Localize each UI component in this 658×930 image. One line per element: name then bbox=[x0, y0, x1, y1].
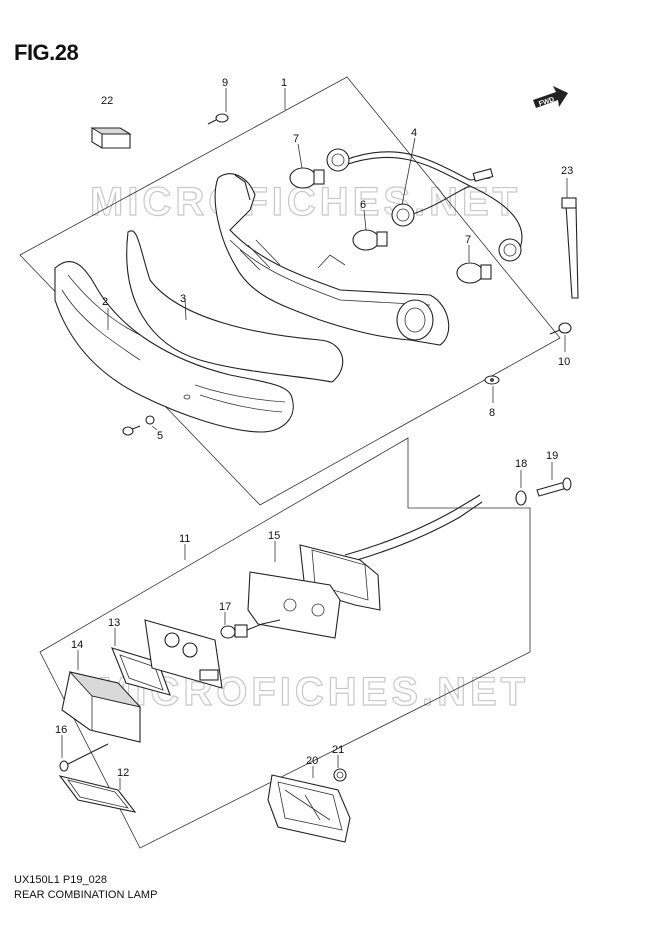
part-5-screw bbox=[122, 415, 155, 436]
part-20-reflector bbox=[267, 774, 351, 843]
part-1-housing bbox=[214, 173, 450, 346]
fwd-label: FWD bbox=[538, 96, 555, 108]
callout-6: 6 bbox=[360, 199, 366, 211]
callout-8: 8 bbox=[489, 407, 495, 419]
bulb-socket-upper bbox=[326, 148, 350, 172]
leader-lines bbox=[61, 88, 568, 790]
forward-arrow-icon: FWD bbox=[533, 86, 568, 108]
part-9-screw bbox=[207, 113, 229, 125]
callout-5: 5 bbox=[157, 430, 163, 442]
part-4-harness bbox=[344, 151, 523, 249]
diagram-name: REAR COMBINATION LAMP bbox=[14, 889, 158, 901]
upper-assembly-frame bbox=[19, 76, 561, 506]
lower-assembly-frame bbox=[39, 437, 531, 849]
callout-23: 23 bbox=[561, 165, 573, 177]
callout-16: 16 bbox=[55, 724, 67, 736]
callout-19: 19 bbox=[546, 450, 558, 462]
part-23-cable-tie bbox=[561, 197, 579, 299]
callout-22: 22 bbox=[101, 95, 113, 107]
callout-9: 9 bbox=[222, 77, 228, 89]
part-7-bulb-upper bbox=[289, 167, 325, 189]
callout-7-right: 7 bbox=[465, 234, 471, 246]
part-10-bolt bbox=[549, 322, 572, 335]
bulb-socket-right bbox=[498, 238, 522, 262]
part-21-nut bbox=[333, 768, 347, 782]
part-14-lamp-body bbox=[61, 671, 142, 743]
callout-12: 12 bbox=[117, 767, 129, 779]
part-22-block bbox=[90, 127, 132, 149]
part-11-wire bbox=[344, 494, 483, 563]
part-7-bulb-right bbox=[456, 262, 492, 284]
part-19-bolt bbox=[536, 477, 572, 497]
bulb-socket-middle bbox=[391, 203, 415, 227]
callout-13: 13 bbox=[108, 617, 120, 629]
callout-1: 1 bbox=[281, 77, 287, 89]
figure-title: FIG.28 bbox=[14, 40, 79, 65]
part-6-bulb bbox=[352, 229, 388, 251]
part-18-washer bbox=[515, 490, 527, 506]
callout-21: 21 bbox=[332, 744, 344, 756]
part-3-gasket bbox=[126, 230, 344, 383]
callout-4: 4 bbox=[411, 127, 417, 139]
callout-3: 3 bbox=[180, 293, 186, 305]
callout-17: 17 bbox=[219, 601, 231, 613]
callout-18: 18 bbox=[515, 458, 527, 470]
callout-2: 2 bbox=[102, 296, 108, 308]
part-12-lens bbox=[58, 775, 137, 813]
part-16-screw bbox=[59, 743, 109, 772]
part-8-clip bbox=[484, 375, 500, 385]
callout-10: 10 bbox=[558, 356, 570, 368]
part-17-bulb bbox=[220, 619, 281, 639]
part-13-lens-gasket bbox=[111, 647, 171, 696]
callout-20: 20 bbox=[306, 755, 318, 767]
diagram-code: UX150L1 P19_028 bbox=[14, 874, 107, 886]
callout-7-upper: 7 bbox=[293, 133, 299, 145]
callout-14: 14 bbox=[71, 639, 83, 651]
callout-11: 11 bbox=[179, 533, 190, 545]
part-11-socket bbox=[144, 619, 223, 689]
part-2-lens bbox=[54, 261, 294, 433]
callout-15: 15 bbox=[268, 530, 280, 542]
callout-numbers: 1 2 3 4 5 6 7 7 8 9 10 11 12 13 14 15 16… bbox=[55, 77, 573, 779]
